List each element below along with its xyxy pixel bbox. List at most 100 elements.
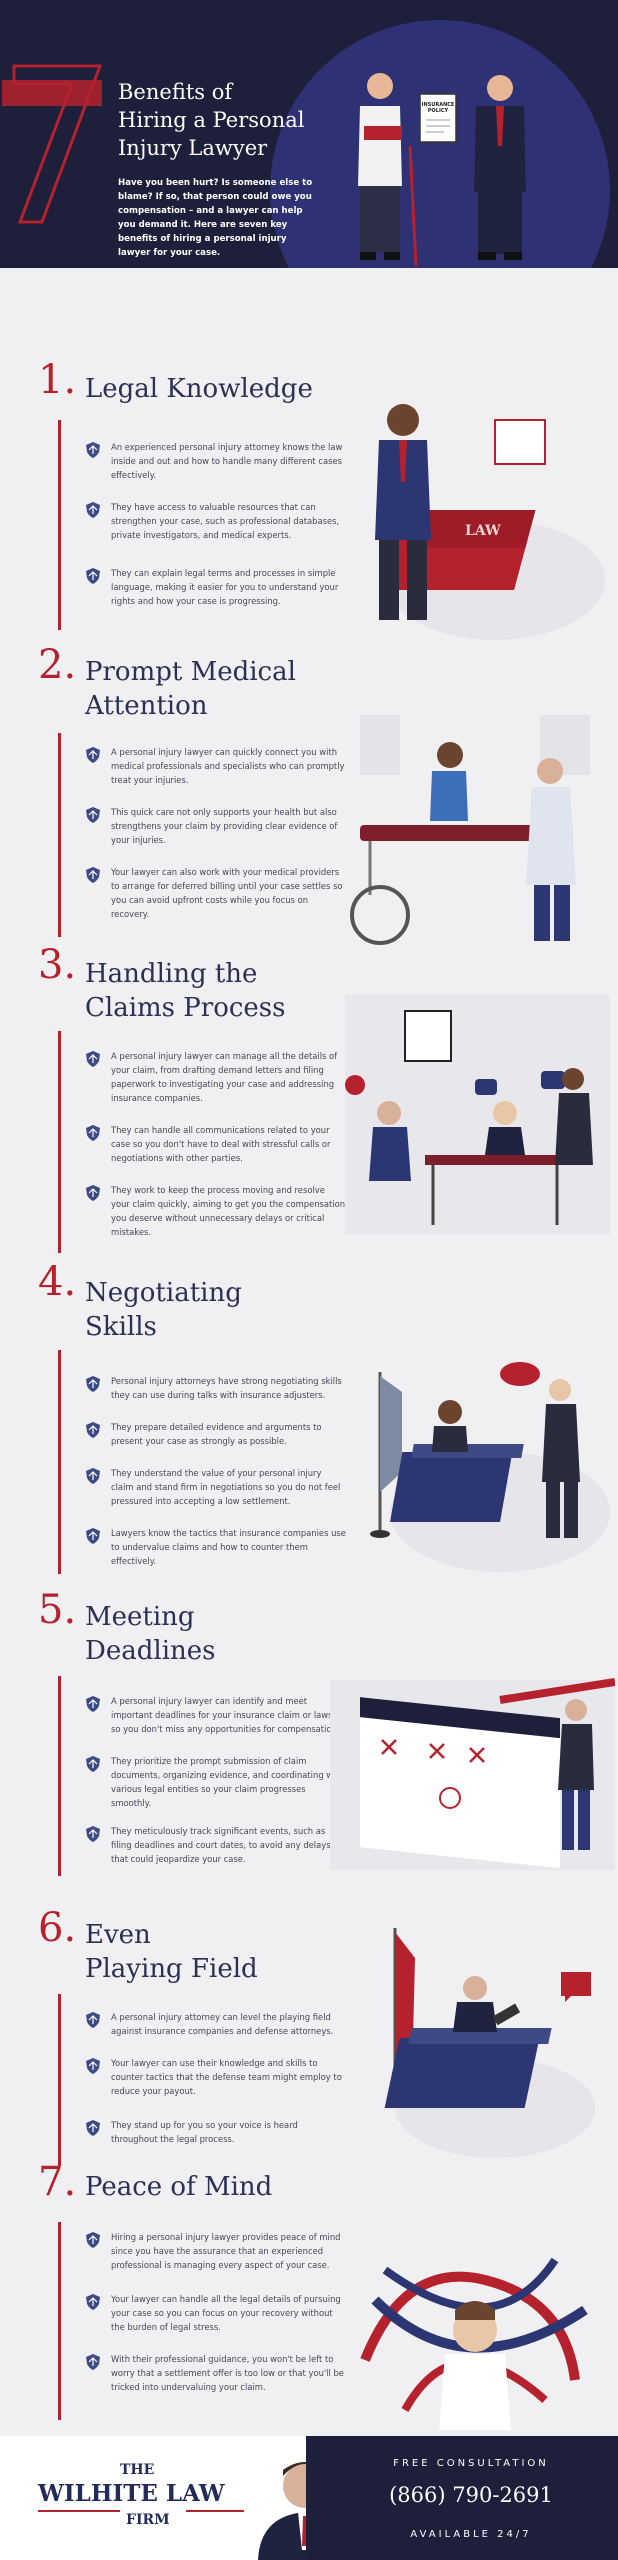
section-negotiating-skills: 4. Negotiating Skills Personal injury at… <box>0 1262 618 1592</box>
point-text: They understand the value of your person… <box>111 1468 341 1506</box>
section-heading: Negotiating Skills <box>85 1276 385 1344</box>
point-text: Hiring a personal injury lawyer provides… <box>111 2232 341 2270</box>
heading-line: Playing Field <box>85 1954 258 1984</box>
shield-scales-icon <box>86 568 100 584</box>
shield-scales-icon <box>86 867 100 883</box>
point-text: Lawyers know the tactics that insurance … <box>111 1528 346 1566</box>
section-heading: Legal Knowledge <box>85 372 385 406</box>
lawyer-client-illustration: INSURANCE POLICY <box>358 73 526 266</box>
client-meeting-illustration <box>345 995 610 1235</box>
hero-banner: 7 Benefits of Hiring a Personal Injury L… <box>0 0 618 268</box>
list-item: A personal injury lawyer can identify an… <box>84 1694 346 1736</box>
point-text: They prepare detailed evidence and argum… <box>111 1422 322 1446</box>
section-number: 4. <box>38 1259 77 1305</box>
heading-line: Even <box>85 1920 151 1950</box>
shield-scales-icon <box>86 2120 100 2136</box>
phone-number-link[interactable]: (866) 790-2691 <box>389 2483 553 2507</box>
shield-scales-icon <box>86 1756 100 1772</box>
point-text: Personal injury attorneys have strong ne… <box>111 1376 342 1400</box>
contact-panel <box>306 2436 618 2560</box>
shield-scales-icon <box>86 2012 100 2028</box>
list-item: Your lawyer can use their knowledge and … <box>84 2056 346 2098</box>
section-legal-knowledge: 1. Legal Knowledge An experienced person… <box>0 350 618 650</box>
negotiation-desk-illustration <box>370 1362 610 1572</box>
point-text: With their professional guidance, you wo… <box>111 2354 344 2392</box>
point-text: A personal injury lawyer can manage all … <box>111 1051 338 1103</box>
section-accent-rule <box>58 1350 61 1574</box>
point-text: They stand up for you so your voice is h… <box>111 2120 298 2144</box>
point-text: Your lawyer can also work with your medi… <box>111 867 343 919</box>
section-accent-rule <box>58 1994 61 2166</box>
logo-the: THE <box>120 2462 155 2478</box>
point-text: An experienced personal injury attorney … <box>111 442 343 480</box>
shield-scales-icon <box>86 2354 100 2370</box>
list-item: Lawyers know the tactics that insurance … <box>84 1526 346 1568</box>
list-item: A personal injury lawyer can manage all … <box>84 1049 346 1105</box>
shield-scales-icon <box>86 1528 100 1544</box>
heading-line: Handling the <box>85 959 258 989</box>
page-title: Benefits of Hiring a Personal Injury Law… <box>118 78 338 162</box>
point-text: They can explain legal terms and process… <box>111 568 339 606</box>
shield-scales-icon <box>86 807 100 823</box>
section-number: 3. <box>38 942 77 988</box>
heading-line: Deadlines <box>85 1636 216 1666</box>
shield-scales-icon <box>86 1468 100 1484</box>
section-accent-rule <box>58 1676 61 1876</box>
heading-line: Meeting <box>85 1602 195 1632</box>
shield-scales-icon <box>86 442 100 458</box>
title-line: Hiring a Personal <box>118 108 305 132</box>
shield-scales-icon <box>86 1376 100 1392</box>
list-item: This quick care not only supports your h… <box>84 805 346 847</box>
section-accent-rule <box>58 1031 61 1253</box>
insurance-policy-label: POLICY <box>428 108 449 114</box>
shield-scales-icon <box>86 1185 100 1201</box>
list-item: Hiring a personal injury lawyer provides… <box>84 2230 346 2272</box>
list-item: An experienced personal injury attorney … <box>84 440 346 482</box>
heading-line: Prompt Medical <box>85 657 296 687</box>
shield-scales-icon <box>86 1051 100 1067</box>
point-text: They prioritize the prompt submission of… <box>111 1756 345 1808</box>
judge-gavel-illustration <box>384 1928 595 2158</box>
list-item: Personal injury attorneys have strong ne… <box>84 1374 346 1402</box>
section-even-playing-field: 6. Even Playing Field A personal injury … <box>0 1908 618 2168</box>
title-line: Benefits of <box>118 80 233 104</box>
section-number: 5. <box>38 1587 77 1633</box>
big-seven-graphic: 7 <box>2 64 102 224</box>
list-item: They can explain legal terms and process… <box>84 566 346 608</box>
intro-text: Have you been hurt? Is someone else to b… <box>118 178 313 258</box>
point-text: This quick care not only supports your h… <box>111 807 338 845</box>
logo-main: WILHITE LAW <box>38 2480 225 2507</box>
list-item: They can handle all communications relat… <box>84 1123 346 1165</box>
point-text: Your lawyer can handle all the legal det… <box>111 2294 341 2332</box>
section-accent-rule <box>58 2222 61 2420</box>
section-number: 6. <box>38 1905 77 1951</box>
heading-line: Peace of Mind <box>85 2172 273 2202</box>
shield-scales-icon <box>86 1826 100 1842</box>
lawyer-law-books-illustration: LAW <box>375 404 605 640</box>
section-heading: Handling the Claims Process <box>85 957 385 1025</box>
shield-scales-icon <box>86 1422 100 1438</box>
heading-line: Legal Knowledge <box>85 374 313 404</box>
list-item: Your lawyer can also work with your medi… <box>84 865 346 921</box>
insurance-policy-label: INSURANCE <box>422 102 455 108</box>
list-item: They work to keep the process moving and… <box>84 1183 346 1239</box>
shield-scales-icon <box>86 747 100 763</box>
list-item: They understand the value of your person… <box>84 1466 346 1508</box>
logo-bar-right <box>186 2510 244 2512</box>
point-text: They have access to valuable resources t… <box>111 502 340 540</box>
list-item: A personal injury lawyer can quickly con… <box>84 745 346 787</box>
heading-line: Skills <box>85 1312 157 1342</box>
point-text: A personal injury attorney can level the… <box>111 2012 334 2036</box>
section-accent-rule <box>58 420 61 630</box>
availability-label: AVAILABLE 24/7 <box>410 2529 532 2540</box>
list-item: They prepare detailed evidence and argum… <box>84 1420 346 1448</box>
section-handling-claims-process: 3. Handling the Claims Process A persona… <box>0 945 618 1255</box>
shield-scales-icon <box>86 1696 100 1712</box>
section-number: 1. <box>38 357 77 403</box>
point-text: A personal injury lawyer can identify an… <box>111 1696 344 1734</box>
heading-line: Attention <box>85 691 208 721</box>
stressed-person-arrows-illustration <box>360 2257 588 2430</box>
section-heading: Even Playing Field <box>85 1918 385 1986</box>
section-peace-of-mind: 7. Peace of Mind Hiring a personal injur… <box>0 2160 618 2430</box>
logo-firm: FIRM <box>126 2512 170 2528</box>
